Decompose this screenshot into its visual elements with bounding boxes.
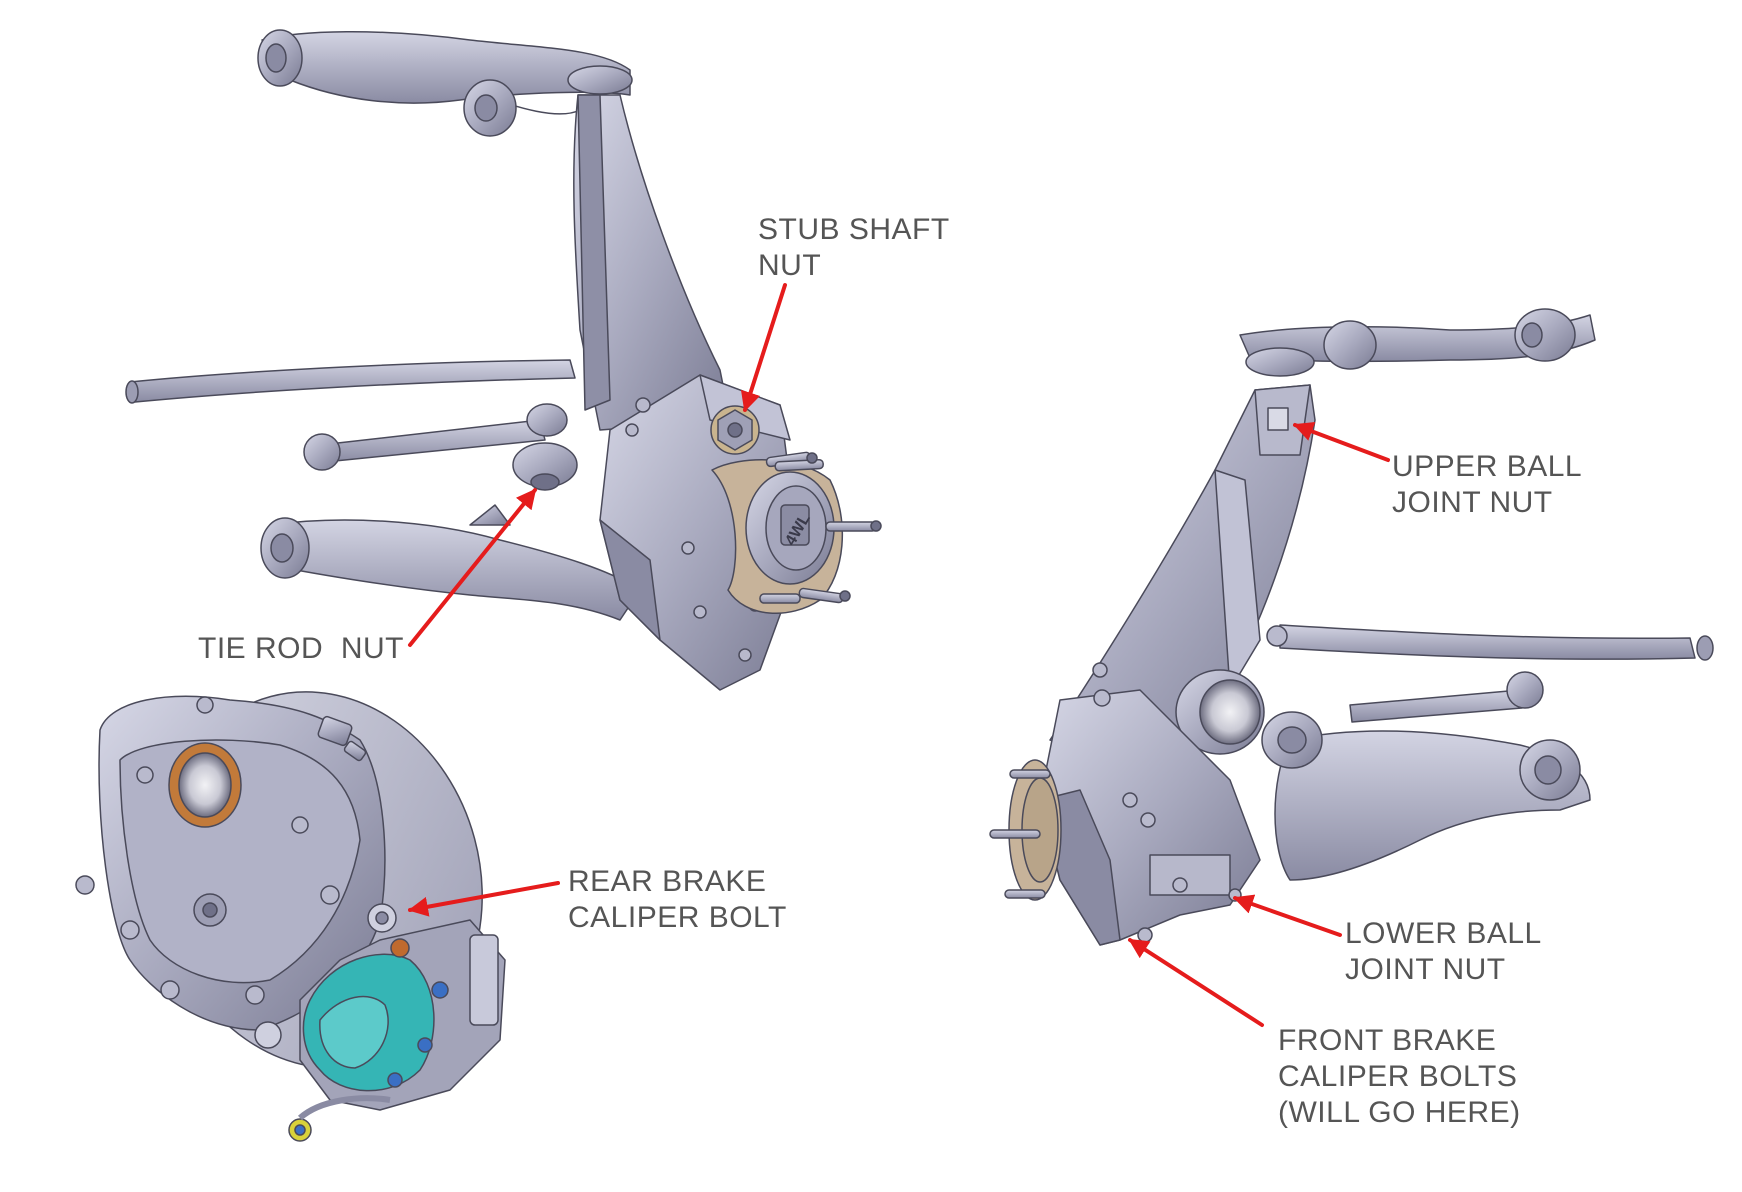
label-line: JOINT NUT [1392,486,1553,519]
label-front-brake-caliper-bolts: FRONT BRAKE CALIPER BOLTS (WILL GO HERE) [1278,1023,1521,1131]
label-line: NUT [758,249,822,282]
label-line: CALIPER BOLTS [1278,1060,1518,1093]
label-line: FRONT BRAKE [1278,1024,1497,1057]
label-line: JOINT NUT [1345,953,1506,986]
arrow-front-brake-caliper-bolts [1128,938,1264,1027]
arrow-stub-shaft-nut [740,283,787,412]
callout-arrows [408,283,1390,1027]
label-line: UPPER BALL [1392,450,1583,483]
rear-brake-assembly [75,691,506,1142]
label-line: STUB SHAFT [758,213,950,246]
label-stub-shaft-nut: STUB SHAFT NUT [758,212,950,284]
label-line: REAR BRAKE [568,865,767,898]
label-line: LOWER BALL [1345,917,1542,950]
label-line: (WILL GO HERE) [1278,1096,1521,1129]
arrow-tie-rod-nut [408,488,537,647]
arrow-lower-ball-joint-nut [1233,894,1342,937]
arrow-rear-brake-caliper-bolt [408,881,560,917]
front-upright-assembly [125,29,882,691]
label-line: TIE ROD NUT [198,632,404,665]
label-lower-ball-joint-nut: LOWER BALL JOINT NUT [1345,916,1542,988]
label-rear-brake-caliper-bolt: REAR BRAKE CALIPER BOLT [568,864,787,936]
label-line: CALIPER BOLT [568,901,787,934]
rear-upright-assembly [989,308,1714,946]
arrow-upper-ball-joint-nut [1293,421,1390,462]
label-tie-rod-nut: TIE ROD NUT [198,631,404,667]
label-upper-ball-joint-nut: UPPER BALL JOINT NUT [1392,449,1582,521]
